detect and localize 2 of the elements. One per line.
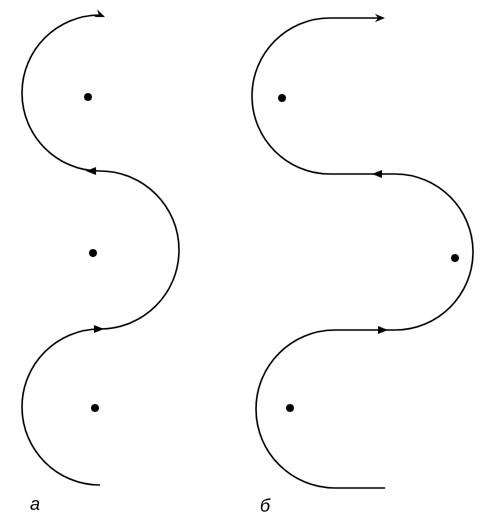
panel-label: б [260, 498, 271, 512]
panel-label: а [30, 500, 40, 510]
